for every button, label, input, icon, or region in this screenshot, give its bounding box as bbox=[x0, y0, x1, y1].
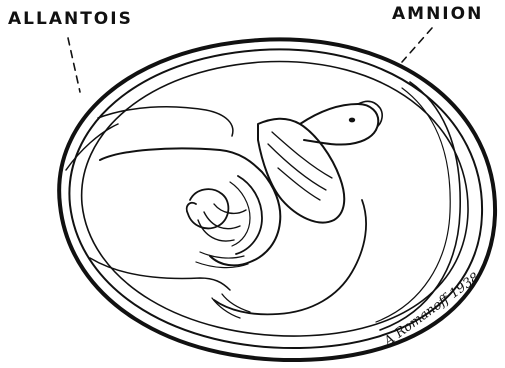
embryo-head bbox=[300, 104, 378, 145]
amnion-membrane-inner bbox=[376, 88, 450, 322]
amnion-label: AMNION bbox=[392, 4, 483, 24]
allantois-membrane bbox=[82, 61, 468, 336]
yolk-sac-detail bbox=[212, 294, 250, 318]
amnion-leader-line bbox=[402, 28, 432, 62]
embryo-eye bbox=[349, 118, 355, 123]
allantois-fold bbox=[98, 107, 233, 136]
embryo-body bbox=[100, 148, 280, 265]
embryo-foot bbox=[236, 176, 262, 254]
embryo-leg bbox=[187, 189, 229, 228]
signature-text: A Romanoff 1938 bbox=[381, 270, 483, 350]
embryo-wing bbox=[258, 119, 344, 223]
allantois-leader-line bbox=[68, 38, 80, 92]
artist-signature: A Romanoff 1938 bbox=[381, 270, 483, 350]
allantois-label: ALLANTOIS bbox=[8, 9, 133, 29]
